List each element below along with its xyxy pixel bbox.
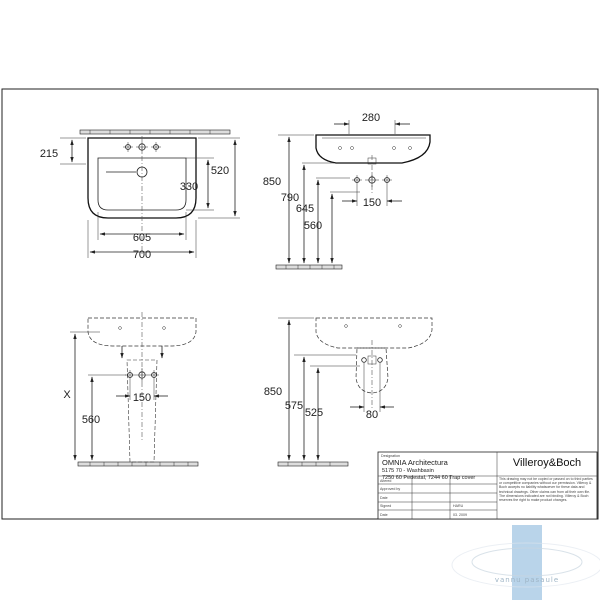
dim-520: 520 bbox=[211, 165, 229, 177]
row-value-3: HARU bbox=[453, 504, 464, 508]
row-label-3: Signed bbox=[380, 504, 391, 508]
row-value-4: 03. 2009 bbox=[453, 513, 467, 517]
row-label-2: Date bbox=[380, 496, 388, 500]
notice-container: This drawing may not be copied or passed… bbox=[499, 477, 593, 503]
installation-view-left: X 560 150 bbox=[63, 312, 199, 467]
dim-215: 215 bbox=[40, 148, 58, 160]
drawing-frame bbox=[1, 88, 599, 520]
dim-790: 790 bbox=[281, 192, 299, 204]
title-block: Designation OMNIA Architectura 5175 70 -… bbox=[377, 451, 598, 520]
brand-name: Villeroy&Boch bbox=[513, 457, 581, 469]
dim-700: 700 bbox=[133, 249, 151, 261]
front-view: 215 520 330 605 700 bbox=[40, 129, 240, 261]
row-label-1: Approved by bbox=[380, 487, 400, 491]
watermark-text: vannu pasaule bbox=[495, 576, 559, 584]
row-label-0: Altered bbox=[380, 479, 391, 483]
dim-560-bottom: 560 bbox=[82, 414, 100, 426]
dim-330: 330 bbox=[180, 181, 198, 193]
designation-label: Designation bbox=[381, 454, 400, 458]
dim-80: 80 bbox=[366, 409, 378, 421]
dim-560-side: 560 bbox=[304, 220, 322, 232]
installation-view-right: 850 575 525 80 bbox=[264, 317, 433, 467]
row-label-4: Date bbox=[380, 513, 388, 517]
dim-280: 280 bbox=[362, 112, 380, 124]
dim-150-bottom: 150 bbox=[133, 392, 151, 404]
dim-850-side: 850 bbox=[263, 176, 281, 188]
dim-525: 525 bbox=[305, 407, 323, 419]
dim-645: 645 bbox=[296, 203, 314, 215]
dim-575: 575 bbox=[285, 400, 303, 412]
dim-850-bottom: 850 bbox=[264, 386, 282, 398]
watermark: vannu pasaule bbox=[451, 525, 600, 600]
product-line-2: 7250 60 Pedestal, 7244 60 Trap cover bbox=[382, 475, 475, 481]
product-name: OMNIA Architectura bbox=[382, 458, 449, 467]
dim-x: X bbox=[63, 389, 71, 401]
side-view: 280 850 790 645 560 150 bbox=[263, 112, 431, 270]
dim-605: 605 bbox=[133, 232, 151, 244]
dim-150-side: 150 bbox=[363, 197, 381, 209]
notice-text: This drawing may not be copied or passed… bbox=[499, 477, 593, 503]
product-line-1: 5175 70 - Washbasin bbox=[382, 468, 434, 474]
